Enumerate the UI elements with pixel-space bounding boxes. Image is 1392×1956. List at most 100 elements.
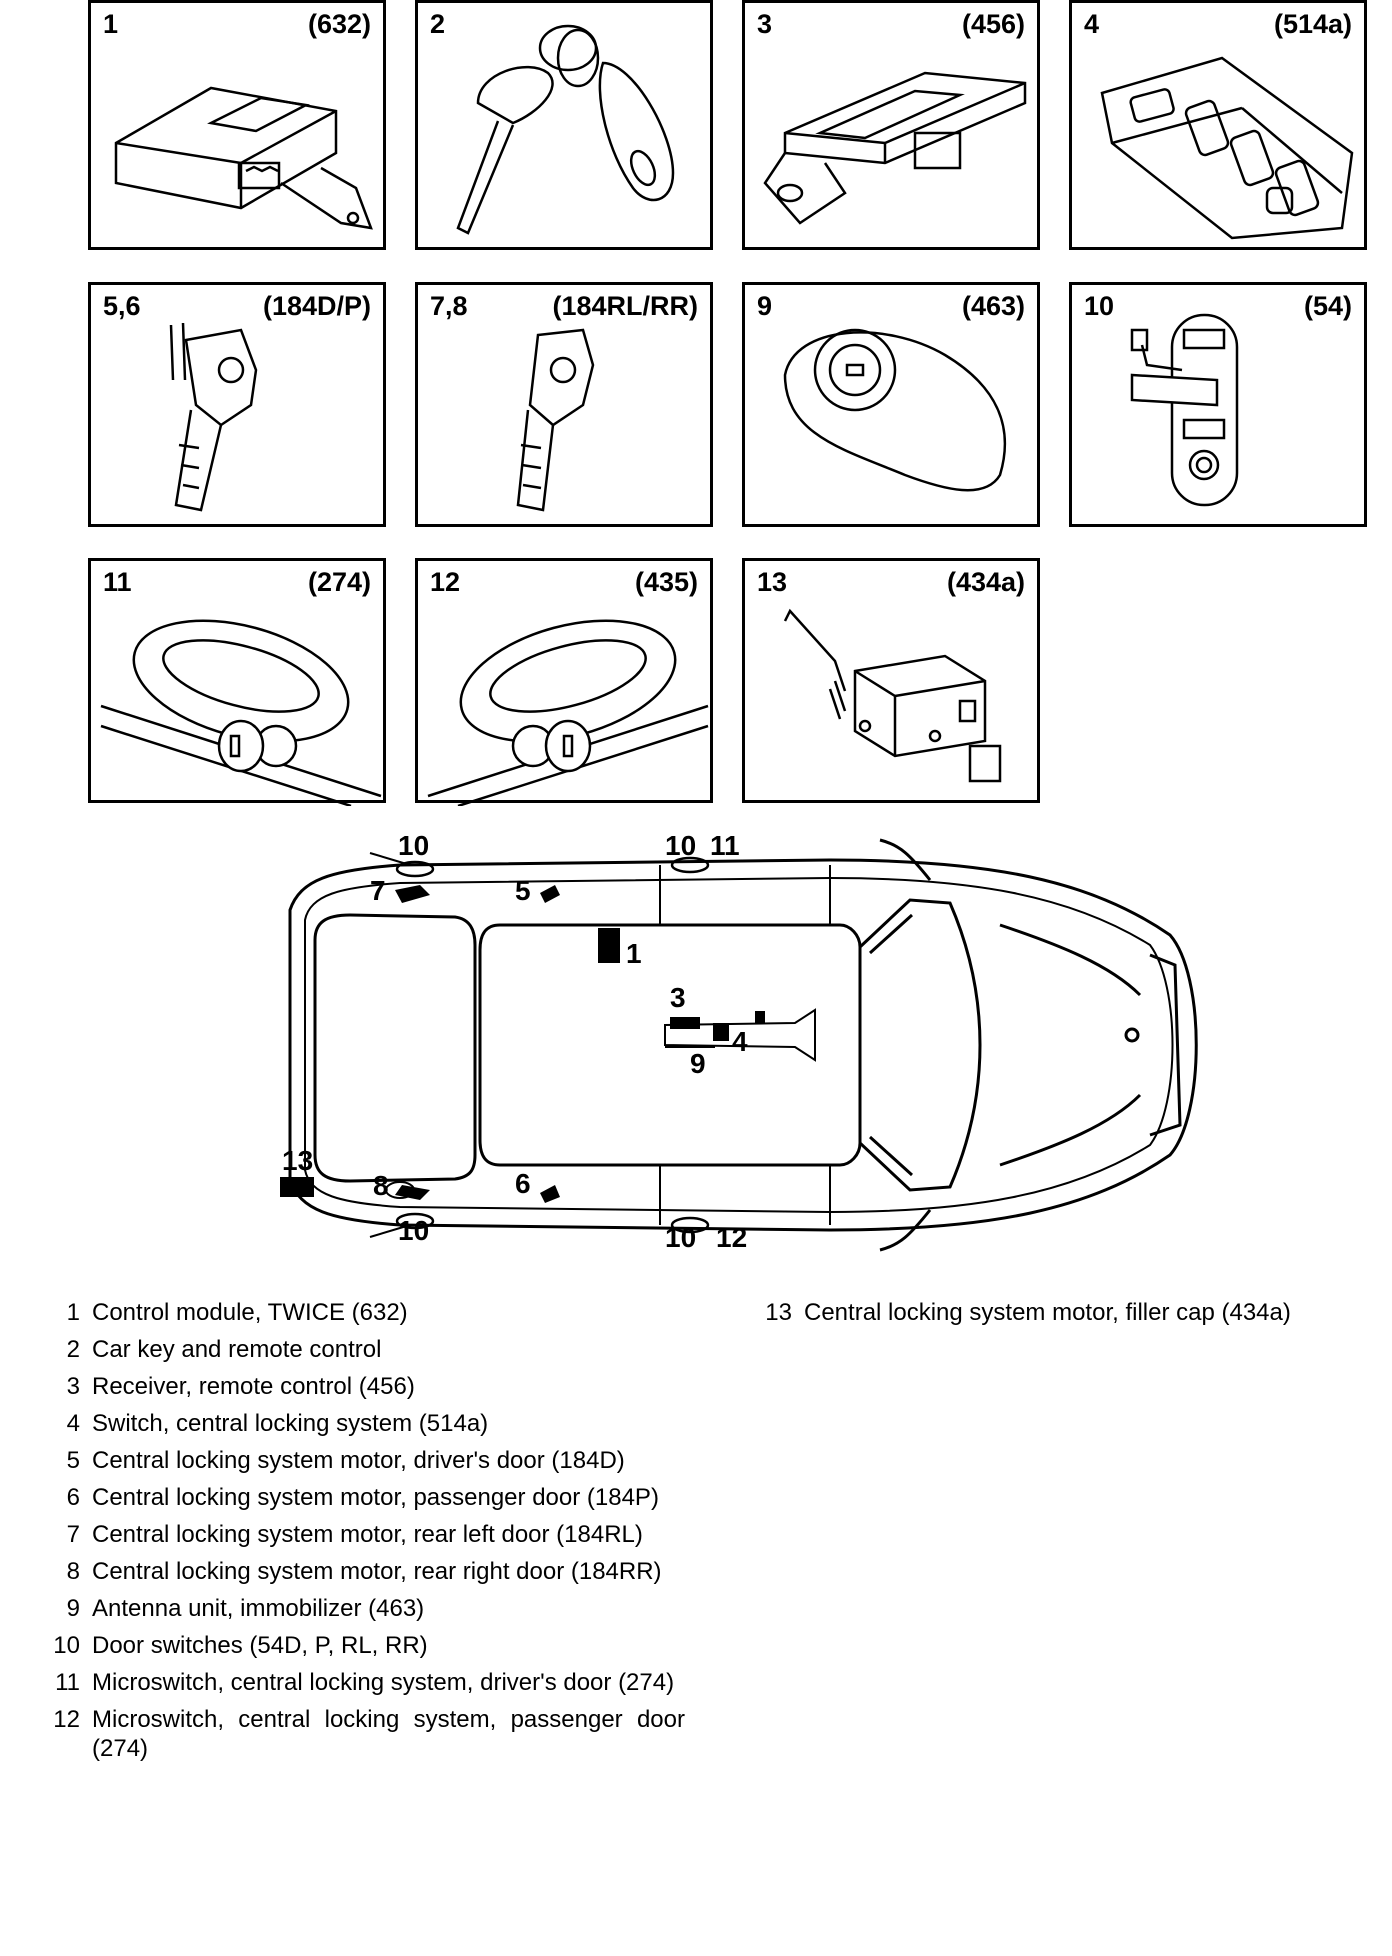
legend-text: Antenna unit, immobilizer (463) (92, 1595, 425, 1622)
panel-code: (632) (307, 9, 371, 39)
legend-text: Central locking system motor, passenger … (92, 1484, 659, 1511)
legend-item: 2 Car key and remote control (40, 1335, 685, 1364)
legend-item: 9 Antenna unit, immobilizer (463) (40, 1594, 685, 1623)
panel-code: (54) (1303, 291, 1352, 321)
door-handle-lock-icon (100, 619, 382, 806)
panel-rear-door-motor: 7,8 (184RL/RR) (415, 282, 713, 527)
legend-item: 8 Central locking system motor, rear righ… (40, 1557, 685, 1586)
callout-10-top-left: 10 (398, 835, 429, 861)
control-module-icon (114, 86, 373, 230)
panel-number: 9 (757, 291, 773, 321)
panel-code: (514a) (1273, 9, 1352, 39)
callout-3: 3 (670, 982, 686, 1013)
legend-text: Microswitch, central locking system, dri… (92, 1669, 675, 1696)
legend-text: Door switches (54D, P, RL, RR) (92, 1632, 428, 1659)
legend-text: Receiver, remote control (456) (92, 1373, 415, 1400)
callout-13: 13 (282, 1145, 313, 1176)
callout-9: 9 (690, 1048, 706, 1079)
panel-number: 2 (430, 9, 446, 39)
panel-number: 5,6 (103, 291, 141, 321)
legend-number: 5 (66, 1447, 80, 1474)
panel-front-door-motor: 5,6 (184D/P) (88, 282, 386, 527)
legend-item: 5 Central locking system motor, driver's … (40, 1446, 685, 1475)
legend-number: 4 (66, 1410, 80, 1437)
legend-number: 6 (66, 1484, 80, 1511)
callout-7: 7 (370, 875, 386, 906)
panel-filler-cap-motor: 13 (434a) (742, 558, 1040, 803)
callout-5: 5 (515, 875, 531, 906)
panel-code: (274) (307, 567, 371, 597)
callout-10-bottom-mid: 10 (665, 1222, 696, 1253)
callout-11: 11 (710, 835, 740, 861)
legend-text: Central locking system motor, rear right… (92, 1558, 662, 1585)
receiver-icon (763, 71, 1027, 225)
panel-number: 1 (103, 9, 119, 39)
callout-1: 1 (626, 938, 642, 969)
legend-text: Car key and remote control (92, 1336, 382, 1363)
door-lock-motor-icon (516, 328, 595, 512)
panel-code: (184D/P) (262, 291, 371, 321)
panel-antenna: 9 (463) (742, 282, 1040, 527)
car-top-view-diagram: 10 10 11 7 5 1 3 4 9 13 8 6 10 10 12 (280, 835, 1198, 1253)
legend-number: 1 (66, 1299, 80, 1326)
legend-item: 3 Receiver, remote control (456) (40, 1372, 685, 1401)
legend-item: 6 Central locking system motor, passenger… (40, 1483, 685, 1512)
legend-text: Switch, central locking system (514a) (92, 1410, 489, 1437)
panel-switch: 4 (514a) (1069, 0, 1367, 250)
callout-6: 6 (515, 1168, 531, 1199)
legend-number: 2 (66, 1336, 80, 1363)
panel-passenger-handle: 12 (435) (415, 558, 713, 806)
panel-code: (463) (961, 291, 1025, 321)
panel-driver-handle: 11 (274) (88, 558, 386, 806)
callout-10-bottom-left: 10 (398, 1215, 429, 1246)
legend-text: Microswitch, central locking system, pas… (92, 1706, 685, 1762)
legend-number: 11 (55, 1669, 80, 1696)
door-switch-icon (1130, 313, 1239, 507)
legend-text: Central locking system motor, driver's d… (92, 1447, 625, 1474)
panel-code: (456) (961, 9, 1025, 39)
panel-number: 12 (430, 567, 461, 597)
legend-item: 11 Microswitch, central locking system, d… (40, 1668, 685, 1697)
panel-number: 7,8 (430, 291, 468, 321)
panel-receiver: 3 (456) (742, 0, 1040, 250)
legend-number: 8 (66, 1558, 80, 1585)
callout-10-top-mid: 10 (665, 835, 696, 861)
legend-number: 9 (66, 1595, 80, 1622)
legend-item: 1 Control module, TWICE (632) (40, 1298, 685, 1327)
panel-number: 4 (1084, 9, 1100, 39)
legend-item: 10 Door switches (54D, P, RL, RR) (40, 1631, 685, 1660)
ignition-antenna-icon (783, 328, 1007, 492)
legend-text: Control module, TWICE (632) (92, 1299, 408, 1326)
legend-left: 1 Control module, TWICE (632) 2 Car key an… (40, 1298, 685, 1771)
panel-number: 13 (757, 567, 788, 597)
door-lock-motor-icon (169, 322, 258, 512)
panel-code: (435) (634, 567, 698, 597)
legend-number: 10 (53, 1632, 80, 1659)
panel-car-key: 2 (415, 0, 713, 250)
panel-door-switch: 10 (54) (1069, 282, 1367, 527)
legend-item: 12 Microswitch, central locking system, p… (40, 1705, 685, 1763)
callout-4: 4 (732, 1026, 748, 1057)
panel-code: (434a) (946, 567, 1025, 597)
legend-item: 13 Central locking system motor, filler c… (752, 1298, 1392, 1327)
door-handle-lock-icon (427, 619, 709, 806)
legend-number: 13 (765, 1299, 792, 1326)
panel-number: 11 (103, 567, 132, 597)
callout-12: 12 (716, 1222, 747, 1253)
legend-number: 12 (53, 1706, 80, 1733)
panel-number: 10 (1084, 291, 1115, 321)
legend-right: 13 Central locking system motor, filler c… (752, 1298, 1392, 1335)
filler-cap-motor-icon (783, 608, 1002, 783)
legend-item: 4 Switch, central locking system (514a) (40, 1409, 685, 1438)
car-key-icon (456, 24, 675, 235)
legend-text: Central locking system motor, filler cap… (804, 1299, 1291, 1326)
callout-8: 8 (373, 1170, 389, 1201)
panel-code: (184RL/RR) (552, 291, 698, 321)
switch-panel-icon (1100, 56, 1354, 240)
legend-number: 7 (66, 1521, 80, 1548)
panel-control-module: 1 (632) (88, 0, 386, 250)
legend-number: 3 (66, 1373, 80, 1400)
panel-number: 3 (757, 9, 773, 39)
legend-text: Central locking system motor, rear left … (92, 1521, 643, 1548)
legend-item: 7 Central locking system motor, rear left… (40, 1520, 685, 1549)
